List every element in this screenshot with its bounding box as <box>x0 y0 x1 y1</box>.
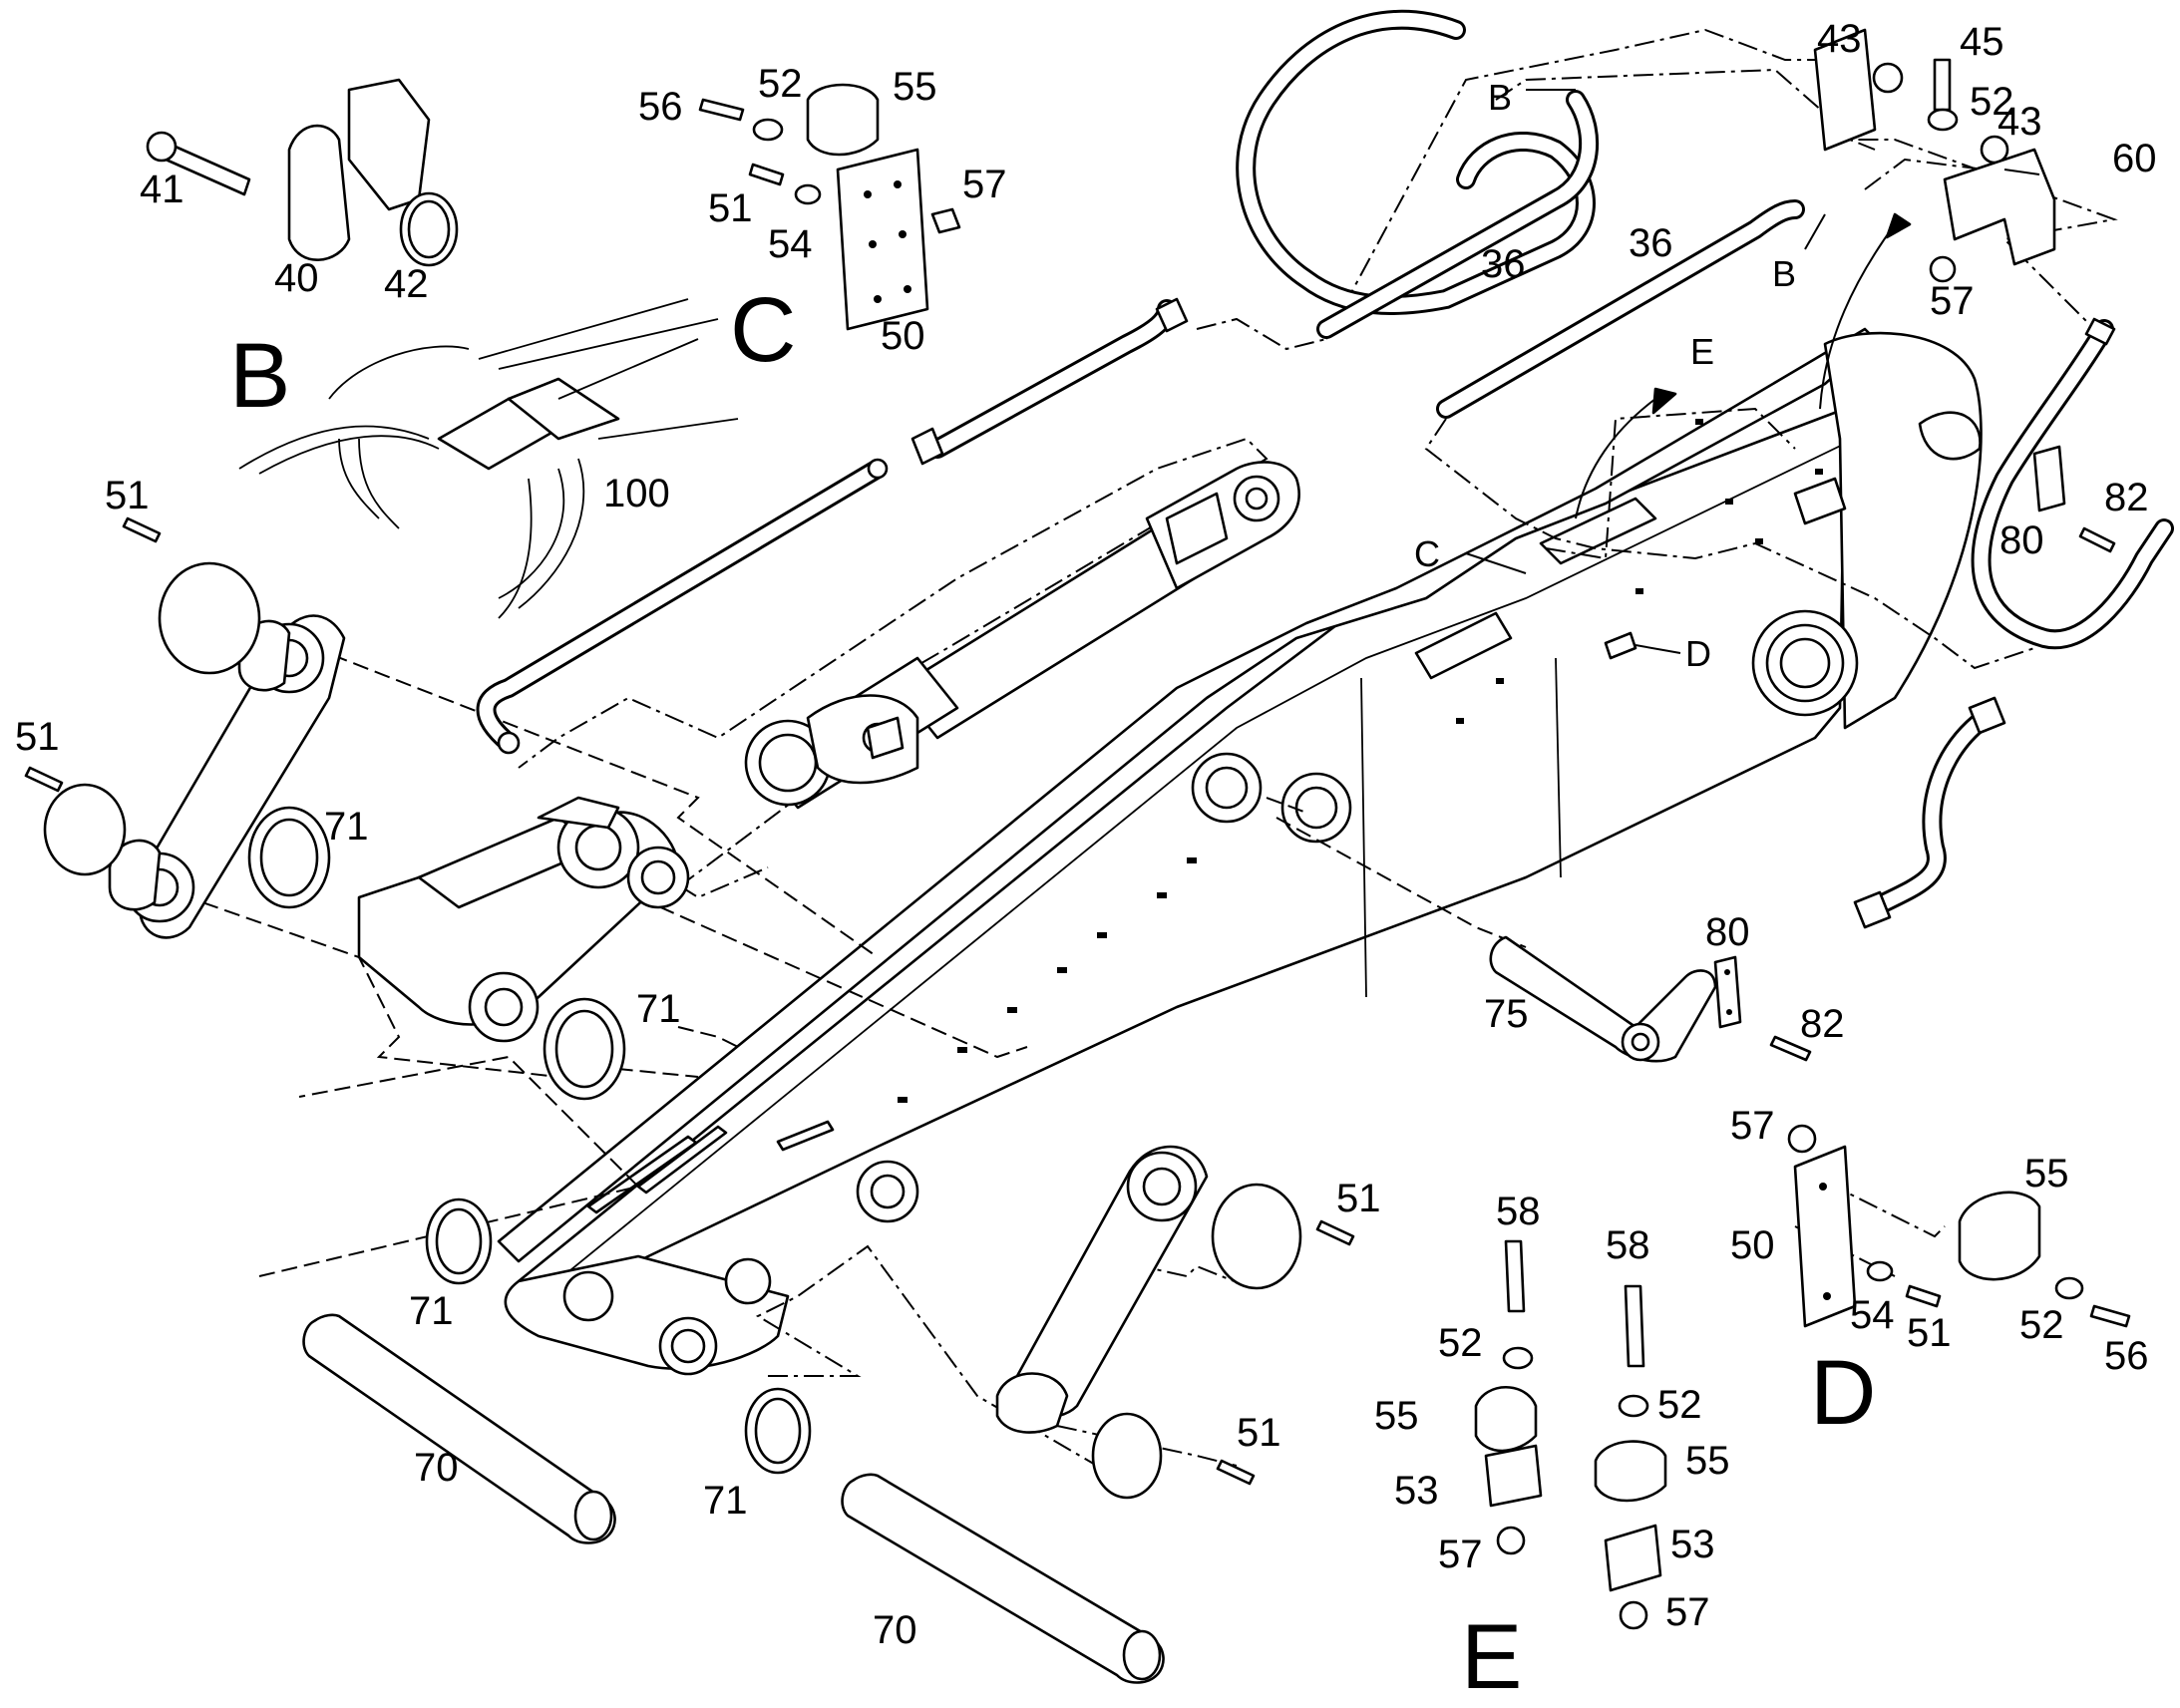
part-number-58-right: 58 <box>1606 1223 1650 1267</box>
part-number-51-detail-D: 51 <box>1907 1311 1952 1355</box>
detail-bracket-60 <box>1813 28 2056 283</box>
shim-discs <box>43 561 812 1475</box>
part-number-41: 41 <box>140 168 184 211</box>
part-number-36-left: 36 <box>1481 242 1526 286</box>
part-number-70-left: 70 <box>414 1446 459 1490</box>
part-number-55-E-left: 55 <box>1374 1394 1419 1438</box>
detail-D <box>1787 1124 2131 1328</box>
part-number-56: 56 <box>638 85 683 129</box>
part-number-55: 55 <box>893 65 937 109</box>
part-number-54-detail-D: 54 <box>1850 1293 1895 1337</box>
part-number-71-bottom: 71 <box>703 1479 748 1523</box>
part-number-75: 75 <box>1484 992 1529 1036</box>
part-number-42: 42 <box>384 262 429 306</box>
part-number-71-center: 71 <box>636 987 681 1031</box>
part-number-58-left: 58 <box>1496 1190 1541 1233</box>
part-number-100: 100 <box>603 472 670 515</box>
part-number-57: 57 <box>962 163 1007 206</box>
detail-B <box>146 78 739 619</box>
part-number-51-left: 51 <box>15 715 60 759</box>
part-number-43-right: 43 <box>1998 100 2042 144</box>
bolts <box>24 516 2116 1486</box>
part-number-50-detail-D: 50 <box>1730 1223 1775 1267</box>
section-label-B: B <box>229 325 290 427</box>
view-marker-labels: B B C D E <box>1414 77 1796 674</box>
part-number-80-center: 80 <box>1705 910 1750 954</box>
section-label-C: C <box>730 279 796 381</box>
part-number-52-detail-D: 52 <box>2019 1303 2064 1347</box>
part-number-55-detail-D: 55 <box>2024 1152 2069 1196</box>
detail-E <box>1474 1239 1667 1630</box>
part-number-52-top: 52 <box>1970 80 2014 124</box>
part-number-53-E-left: 53 <box>1394 1469 1439 1513</box>
part-number-80-top: 80 <box>1999 518 2044 562</box>
part-number-82-center: 82 <box>1800 1002 1845 1046</box>
part-number-57-detail-D: 57 <box>1730 1104 1775 1148</box>
part-number-56-detail-D: 56 <box>2104 1334 2149 1378</box>
view-marker-B-right: B <box>1772 253 1796 294</box>
part-number-57-top: 57 <box>1930 279 1975 323</box>
part-number-40: 40 <box>274 256 319 300</box>
view-marker-E: E <box>1690 331 1714 372</box>
part-number-43-top: 43 <box>1817 17 1862 61</box>
pins-70 <box>302 1313 1165 1684</box>
bucket-link <box>357 796 690 1043</box>
part-number-52: 52 <box>758 62 803 106</box>
lower-link-arm <box>995 1145 1302 1500</box>
boom-holes <box>898 419 1823 1103</box>
part-number-51-right: 51 <box>1336 1177 1381 1220</box>
pin-75 <box>1489 445 2066 1063</box>
part-number-labels: 41 40 42 56 52 55 51 54 57 50 100 36 36 … <box>15 17 2157 1652</box>
part-number-70-bottom: 70 <box>873 1608 917 1652</box>
part-number-71-lower-left: 71 <box>409 1289 454 1333</box>
part-number-57-E-left: 57 <box>1438 1533 1483 1576</box>
detail-C <box>698 83 961 331</box>
part-number-53-E-right: 53 <box>1670 1523 1715 1566</box>
part-number-52-E-right: 52 <box>1657 1383 1702 1427</box>
part-number-82-top: 82 <box>2104 476 2149 519</box>
part-number-55-E-right: 55 <box>1685 1439 1730 1483</box>
part-number-71-left: 71 <box>324 805 369 849</box>
hoses <box>476 9 2174 929</box>
part-number-51-upper-left: 51 <box>105 474 150 517</box>
part-number-51: 51 <box>708 186 753 230</box>
part-number-60: 60 <box>2112 137 2157 180</box>
section-label-D: D <box>1810 1342 1876 1444</box>
view-marker-B-top: B <box>1488 77 1512 118</box>
section-labels: B C D E <box>229 279 1876 1708</box>
part-number-54: 54 <box>768 222 813 266</box>
part-number-50: 50 <box>881 314 925 358</box>
part-number-45: 45 <box>1960 20 2004 64</box>
view-marker-D: D <box>1685 633 1711 674</box>
section-label-E: E <box>1461 1606 1522 1708</box>
part-number-36-right: 36 <box>1629 221 1673 265</box>
part-number-57-E-right: 57 <box>1665 1590 1710 1634</box>
part-number-51-bottom: 51 <box>1237 1411 1281 1455</box>
leader-lines <box>1465 89 2040 654</box>
main-boom <box>497 327 1983 1376</box>
boom-cylinder <box>744 461 1300 810</box>
part-number-52-E-left: 52 <box>1438 1321 1483 1365</box>
view-marker-C: C <box>1414 533 1440 574</box>
view-arrows <box>1575 212 1912 519</box>
